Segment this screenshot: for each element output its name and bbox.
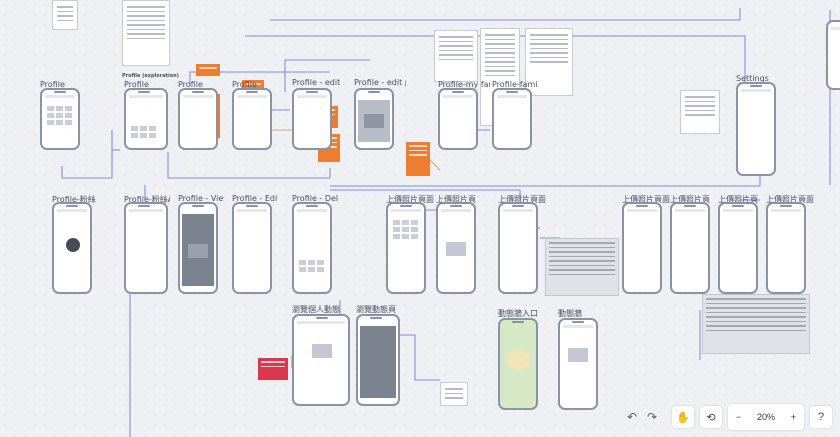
frame-label-profile-main: Profile (40, 80, 65, 89)
phone-upload1[interactable] (386, 202, 426, 294)
phone-my-family[interactable] (438, 88, 478, 150)
red-note[interactable] (258, 358, 288, 380)
phone-upload7[interactable] (766, 202, 806, 294)
phone-profile-2[interactable] (124, 88, 168, 150)
frame-label-upload5: 上傳照片頁 (670, 195, 710, 204)
phone-delete[interactable] (292, 202, 332, 294)
frame-label-profile-edit2: Profile - edit p (354, 78, 406, 87)
phone-upload6[interactable] (718, 202, 758, 294)
frame-label-upload2: 上傳照片頁 (436, 195, 476, 204)
phone-view[interactable] (178, 202, 218, 294)
redo-icon[interactable]: ↷ (646, 410, 658, 424)
phone-upload4[interactable] (622, 202, 662, 294)
phone-feed-entry[interactable] (498, 318, 538, 410)
popup-note[interactable] (440, 382, 468, 406)
frame-label-fans: Profile-粉絲A (124, 195, 170, 204)
phone-profile-edit[interactable] (292, 88, 332, 150)
zoom-in-button[interactable]: + (790, 412, 796, 422)
frame-label-upload6: 上傳照片頁 (718, 195, 758, 204)
phone-fans[interactable] (124, 202, 168, 294)
spec-note-3[interactable] (525, 28, 573, 96)
gray-note-1[interactable] (545, 238, 619, 296)
undo-icon[interactable]: ↶ (626, 410, 638, 424)
phone-settings[interactable] (736, 82, 776, 176)
phone-profile-4[interactable] (232, 88, 272, 150)
phone-offscreen[interactable] (826, 20, 840, 90)
phone-edit-c[interactable] (232, 202, 272, 294)
phone-feed-wall[interactable] (558, 318, 598, 410)
phone-browse-page[interactable] (356, 314, 400, 406)
frame-label-my-family: Profile-my fan (438, 80, 490, 89)
frame-label-delete: Profile - Dele (292, 194, 338, 203)
spec-note-1[interactable] (434, 30, 478, 82)
frame-label-upload3: 上傳照片頁面 (498, 195, 546, 204)
exploration-notes[interactable] (122, 0, 170, 66)
frame-label-feed-wall: 動態牆 (558, 309, 582, 318)
frame-label-upload4: 上傳照片頁面 (622, 195, 670, 204)
frame-label-profile-3: Profile (178, 80, 203, 89)
frame-label-upload7: 上傳照片頁面 (766, 195, 814, 204)
phone-upload3[interactable] (498, 202, 538, 294)
settings-note[interactable] (680, 90, 720, 134)
help-button[interactable]: ? (810, 406, 832, 428)
frame-label-browse-page: 瀏覽動態頁 (356, 305, 396, 314)
top-note-1[interactable] (52, 0, 78, 30)
frame-label-browse-personal: 瀏覽個人動態 (292, 305, 340, 314)
hand-tool-icon[interactable]: ✋ (672, 406, 694, 428)
gray-note-2[interactable] (702, 294, 810, 354)
zoom-control: − 20% + (728, 404, 804, 430)
phone-browse-personal[interactable] (292, 314, 350, 406)
frame-label-fans-blank: Profile-粉絲A (52, 195, 96, 204)
frame-label-upload1: 上傳照片頁面 (386, 195, 434, 204)
frame-label-profile-2: Profile (124, 80, 149, 89)
zoom-value: 20% (756, 412, 775, 422)
phone-upload2[interactable] (436, 202, 476, 294)
orange-note-7[interactable] (406, 142, 430, 176)
exploration-label: Profile (exploration) (122, 73, 179, 79)
frame-label-view: Profile - View (178, 194, 224, 203)
phone-profile-3[interactable] (178, 88, 218, 150)
orange-note-1[interactable] (196, 64, 220, 76)
frame-label-family: Profile-family (492, 80, 538, 89)
frame-label-feed-entry: 動態牆入口 (498, 309, 538, 318)
phone-profile-edit2[interactable] (354, 88, 394, 150)
frame-label-settings: Settings (736, 74, 769, 83)
phone-family[interactable] (492, 88, 532, 150)
phone-profile-main[interactable] (40, 88, 80, 150)
phone-fans-blank[interactable] (52, 202, 92, 294)
frame-label-profile-4: Profile (232, 80, 257, 89)
frame-label-edit-c: Profile - Edit/C (232, 194, 278, 203)
frame-label-profile-edit: Profile - edit (292, 78, 340, 87)
zoom-out-button[interactable]: − (736, 412, 742, 422)
reset-view-icon[interactable]: ⟲ (700, 406, 722, 428)
phone-upload5[interactable] (670, 202, 710, 294)
